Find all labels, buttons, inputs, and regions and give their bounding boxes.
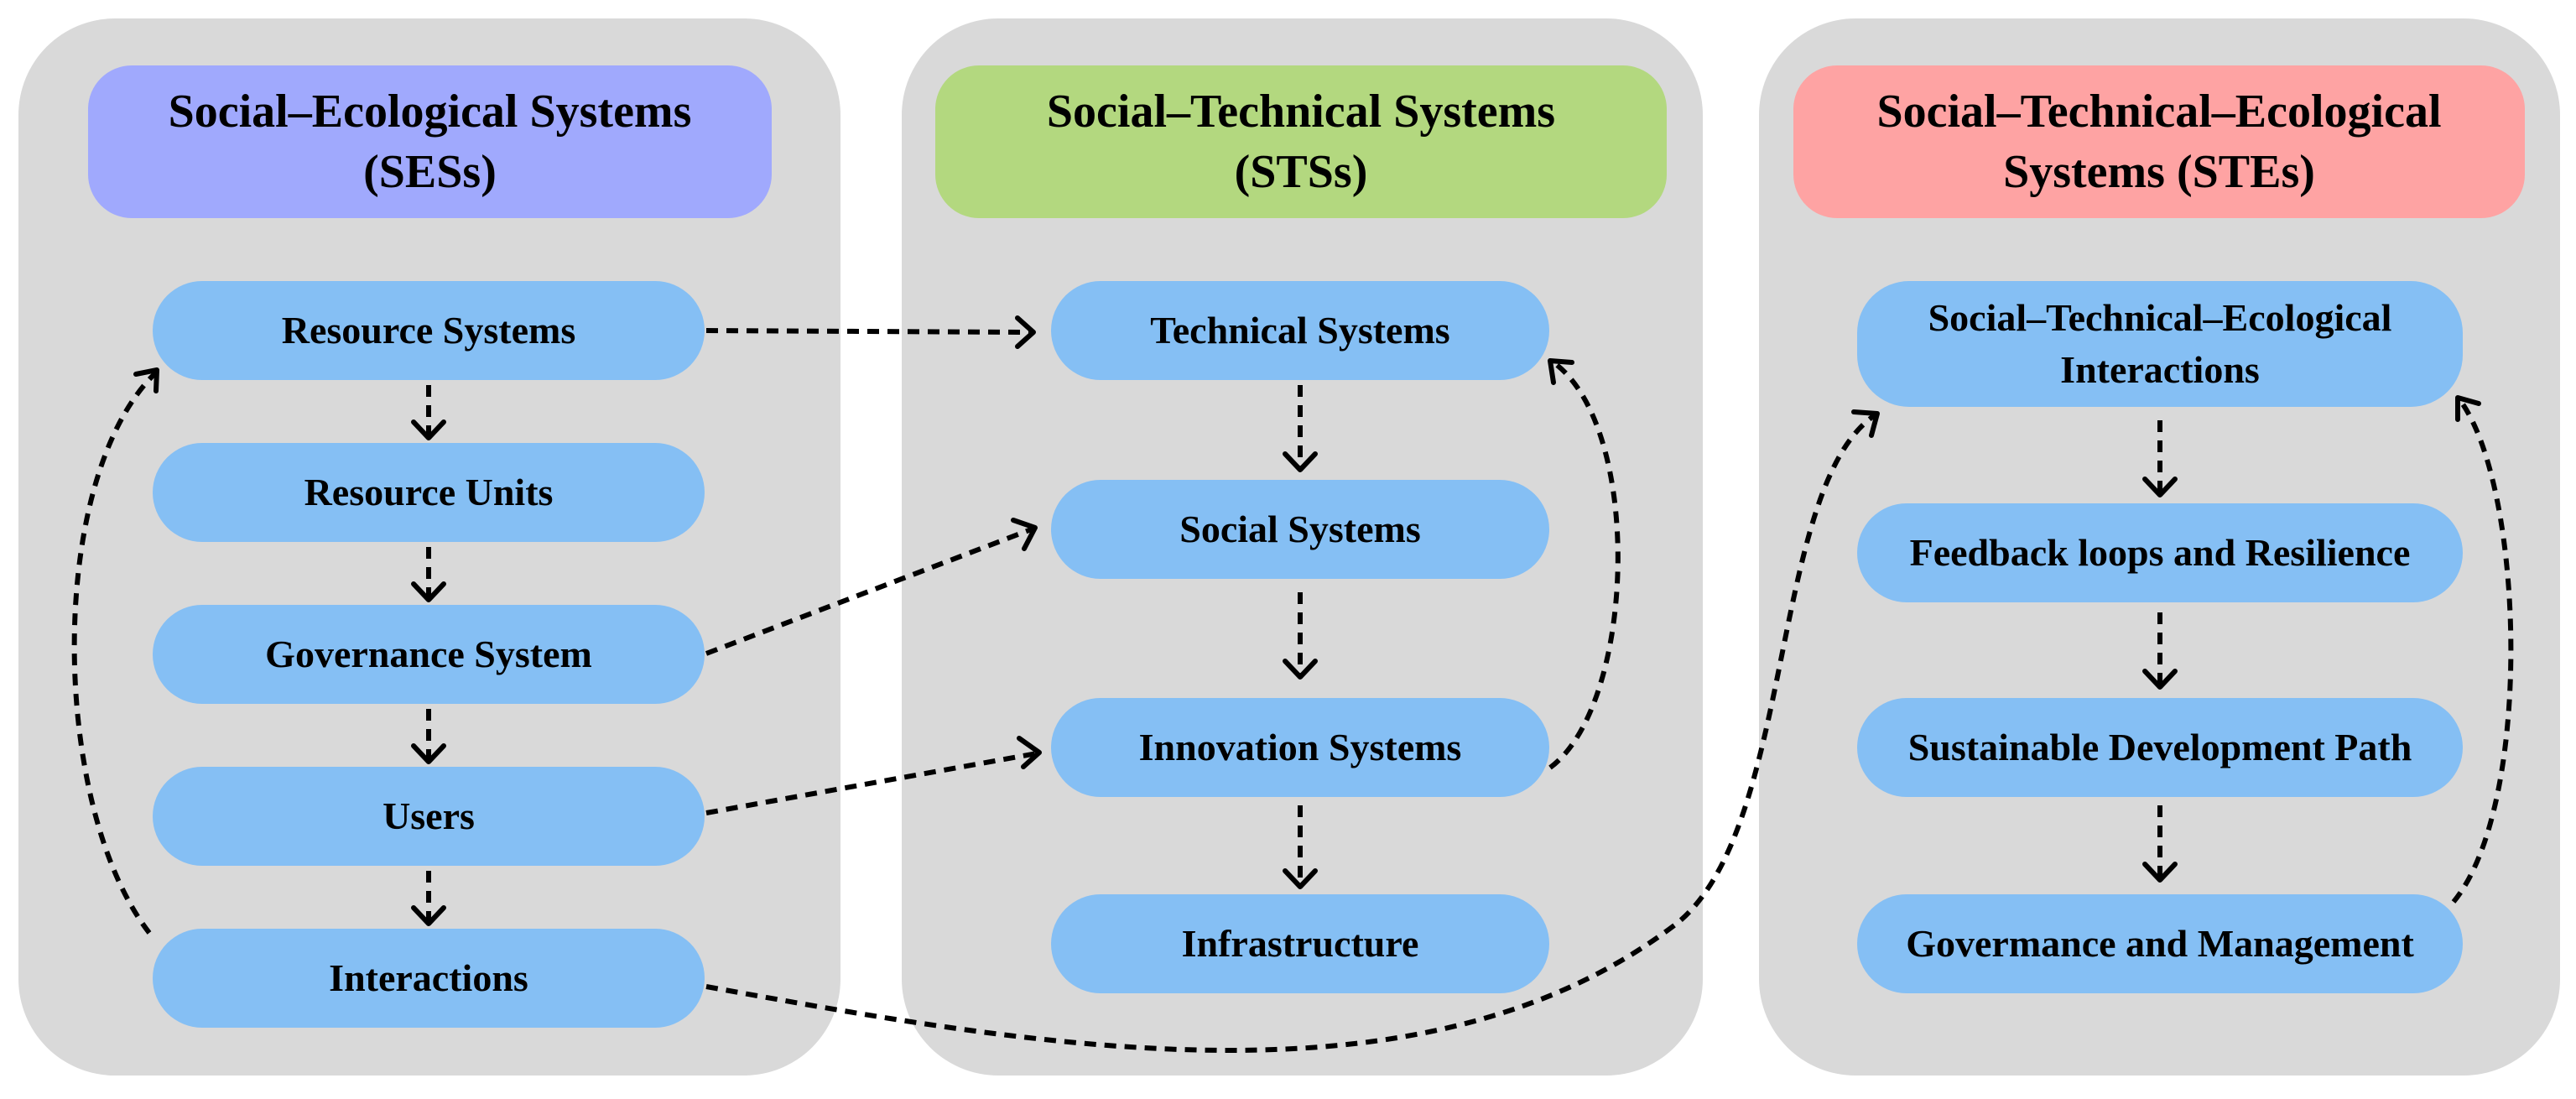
node-resource-units-label: Resource Units <box>304 471 554 513</box>
node-resource-systems: Resource Systems <box>153 281 705 380</box>
node-users-label: Users <box>382 794 475 837</box>
ste-title-line2: Systems (STEs) <box>2003 146 2315 198</box>
node-social-systems: Social Systems <box>1051 480 1549 579</box>
node-governance-management: Govermance and Management <box>1857 894 2463 993</box>
node-infrastructure-label: Infrastructure <box>1181 922 1419 965</box>
node-resource-units: Resource Units <box>153 443 705 542</box>
node-technical-systems-label: Technical Systems <box>1150 309 1450 352</box>
ste-header: Social–Technical–Ecological Systems (STE… <box>1793 65 2525 218</box>
node-infrastructure: Infrastructure <box>1051 894 1549 993</box>
node-governance-management-label: Govermance and Management <box>1906 922 2414 965</box>
node-ste-interactions-line2: Interactions <box>2060 348 2260 391</box>
node-feedback-loops: Feedback loops and Resilience <box>1857 503 2463 602</box>
node-users: Users <box>153 767 705 866</box>
node-interactions: Interactions <box>153 929 705 1028</box>
ses-header: Social–Ecological Systems (SESs) <box>88 65 772 218</box>
node-technical-systems: Technical Systems <box>1051 281 1549 380</box>
node-interactions-label: Interactions <box>329 956 528 999</box>
node-sustainable-path: Sustainable Development Path <box>1857 698 2463 797</box>
node-sustainable-path-label: Sustainable Development Path <box>1907 726 2412 768</box>
ste-title-line1: Social–Technical–Ecological <box>1876 86 2442 138</box>
node-resource-systems-label: Resource Systems <box>281 309 576 352</box>
node-ste-interactions-line1: Social–Technical–Ecological <box>1928 296 2392 339</box>
node-governance-system: Governance System <box>153 605 705 704</box>
sts-title-line2: (STSs) <box>1234 146 1368 198</box>
node-innovation-systems-label: Innovation Systems <box>1138 726 1462 768</box>
node-feedback-loops-label: Feedback loops and Resilience <box>1909 531 2411 574</box>
node-social-systems-label: Social Systems <box>1179 508 1421 550</box>
sts-title-line1: Social–Technical Systems <box>1046 86 1556 138</box>
node-ste-interactions: Social–Technical–Ecological Interactions <box>1857 281 2463 407</box>
node-innovation-systems: Innovation Systems <box>1051 698 1549 797</box>
ses-title-line2: (SESs) <box>363 146 497 198</box>
sts-header: Social–Technical Systems (STSs) <box>935 65 1667 218</box>
node-governance-system-label: Governance System <box>265 633 592 675</box>
ses-title-line1: Social–Ecological Systems <box>168 86 692 138</box>
